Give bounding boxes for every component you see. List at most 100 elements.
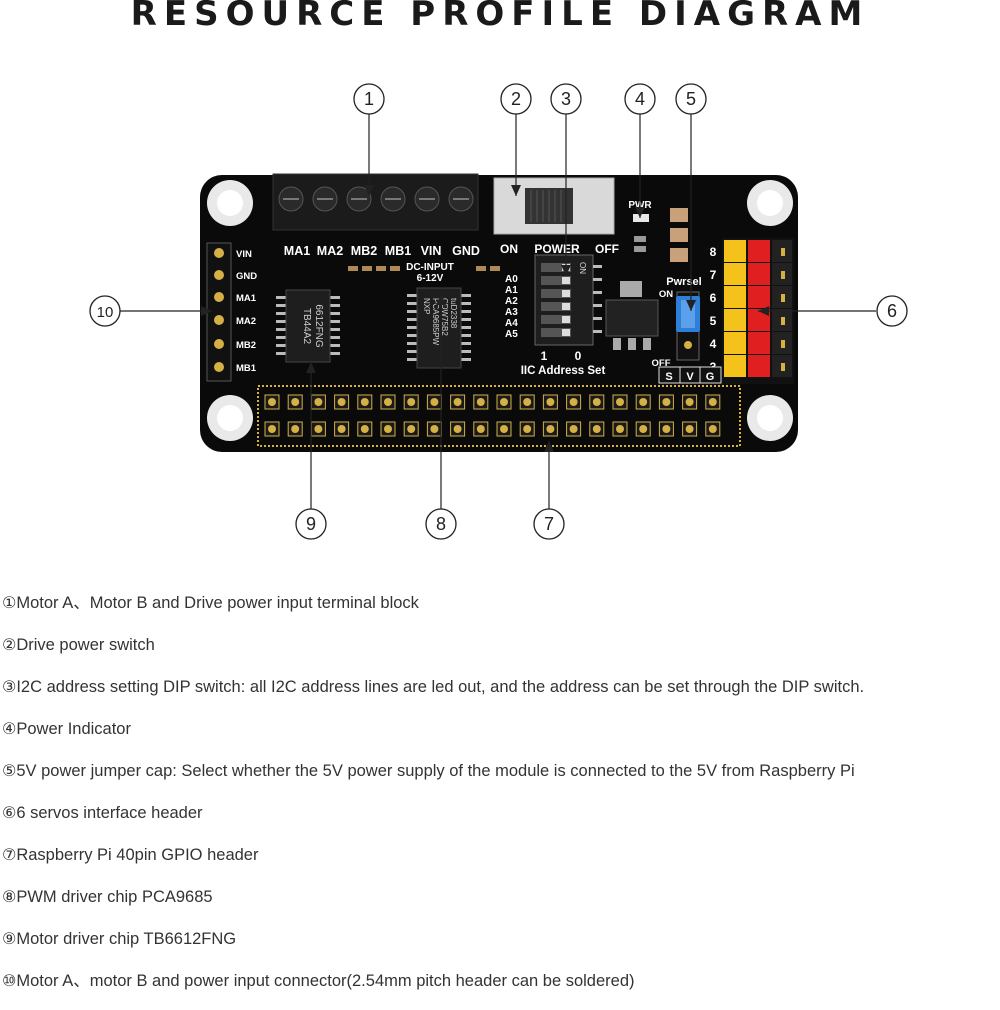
gpio-pin-contact — [569, 425, 578, 433]
gpio-pin-contact — [384, 425, 392, 433]
description-marker: ④ — [2, 719, 17, 738]
gpio-pin-contact — [476, 425, 485, 433]
callout-number: 1 — [364, 89, 374, 109]
description-marker: ② — [2, 635, 17, 654]
header-pin-label: GND — [236, 271, 257, 282]
servo-number: 7 — [710, 268, 717, 282]
description-text: Raspberry Pi 40pin GPIO header — [16, 846, 259, 864]
description-marker: ① — [2, 593, 17, 612]
callout-circle — [89, 295, 121, 327]
motor-terminal-block — [272, 173, 479, 231]
servo-signal-label: G — [706, 371, 715, 383]
callout-circle — [624, 83, 656, 115]
description-text: Motor A、motor B and power input connecto… — [16, 972, 635, 990]
callout-leaders — [120, 114, 876, 509]
motor-chip-marking: TB44A2 — [301, 308, 312, 345]
description-marker: ⑨ — [2, 929, 17, 948]
motor-chip-marking: 6612FNG — [313, 304, 324, 348]
description-text: 5V power jumper cap: Select whether the … — [16, 762, 855, 780]
description-marker: ⑥ — [2, 803, 17, 822]
pwm-chip-marking: NXP — [422, 298, 431, 314]
callout-circle — [295, 508, 327, 540]
header-pin-label: MB1 — [236, 363, 257, 374]
page-title: RESOURCE PROFILE DIAGRAM — [130, 0, 870, 34]
gpio-pin-contact — [662, 398, 671, 406]
dip-bottom-label: 0 — [575, 349, 582, 363]
description-item: ④Power Indicator — [0, 716, 1000, 758]
terminal-label: VIN — [421, 244, 442, 258]
gpio-pin-contact — [685, 425, 694, 433]
description-marker: ⑦ — [2, 845, 17, 864]
description-text: PWM driver chip PCA9685 — [16, 888, 213, 906]
gpio-pin-contact — [662, 425, 671, 433]
description-item: ⑤5V power jumper cap: Select whether the… — [0, 758, 1000, 800]
callout-number: 6 — [887, 301, 897, 321]
header-pin-label: MA2 — [236, 316, 256, 327]
gpio-header — [257, 385, 741, 447]
power-jumper-cap — [676, 291, 700, 361]
gpio-pin-contact — [546, 425, 555, 433]
gpio-pin-contact — [523, 398, 532, 406]
callout-number: 10 — [97, 304, 114, 321]
gpio-pin-contact — [268, 425, 276, 433]
header-pin-label: VIN — [236, 249, 252, 260]
gpio-pin-contact — [616, 425, 624, 433]
description-item: ②Drive power switch — [0, 632, 1000, 674]
switch-label: OFF — [595, 242, 619, 256]
pwm-chip-marking: CDW75B2 — [440, 298, 449, 336]
callout-number: 7 — [544, 514, 554, 534]
description-text: Motor A、Motor B and Drive power input te… — [16, 594, 419, 612]
description-item: ①Motor A、Motor B and Drive power input t… — [0, 590, 1000, 632]
description-item: ③I2C address setting DIP switch: all I2C… — [0, 674, 1000, 716]
callout-circle — [500, 83, 532, 115]
gpio-pin-contact — [639, 425, 648, 433]
gpio-pin-contact — [639, 398, 648, 406]
gpio-pin-contact — [360, 425, 369, 433]
servo-signal-label: S — [665, 371, 672, 383]
gpio-pin-contact — [453, 398, 462, 406]
dip-address-label: A3 — [505, 307, 518, 318]
description-text: Motor driver chip TB6612FNG — [16, 930, 237, 948]
servo-number: 5 — [710, 314, 717, 328]
description-marker: ⑧ — [2, 887, 17, 906]
gpio-pin-contact — [476, 398, 485, 406]
motor-pin-header — [206, 242, 232, 382]
callout-number: 9 — [306, 514, 316, 534]
gpio-pin-contact — [500, 398, 508, 406]
callout-number: 5 — [686, 89, 696, 109]
gpio-pin-contact — [546, 398, 555, 406]
pwrsel-label: Pwrsel — [666, 276, 701, 288]
servo-number: 4 — [710, 337, 717, 351]
gpio-pin-contact — [430, 425, 439, 433]
callout-circle — [550, 83, 582, 115]
gpio-pin-contact — [407, 425, 416, 433]
gpio-pin-contact — [314, 425, 323, 433]
callout-number: 8 — [436, 514, 446, 534]
power-led — [633, 214, 649, 222]
gpio-pin-contact — [616, 398, 624, 406]
terminal-label: MB1 — [385, 244, 411, 258]
gpio-pin-contact — [500, 425, 508, 433]
terminal-label: MA2 — [317, 244, 343, 258]
dip-address-label: A4 — [505, 318, 518, 329]
gpio-pin-contact — [430, 398, 439, 406]
gpio-pin-contact — [337, 425, 346, 433]
description-text: Drive power switch — [16, 636, 155, 654]
description-item: ⑩Motor A、motor B and power input connect… — [0, 968, 1000, 1010]
servo-number: 8 — [710, 245, 717, 259]
gpio-pin-contact — [314, 398, 323, 406]
gpio-pin-contact — [708, 425, 717, 433]
callout-number: 4 — [635, 89, 645, 109]
gpio-pin-contact — [708, 398, 717, 406]
smd-components — [348, 208, 688, 271]
servo-number: 6 — [710, 291, 717, 305]
dc-input-voltage: 6-12V — [417, 273, 444, 284]
dip-address-label: A2 — [505, 296, 518, 307]
board-diagram: MA1 MA2 MB2 MB1 VIN GND ON POWER OFF DC-… — [89, 83, 908, 540]
callout-circle — [675, 83, 707, 115]
description-item: ⑨Motor driver chip TB6612FNG — [0, 926, 1000, 968]
description-item: ⑧PWM driver chip PCA9685 — [0, 884, 1000, 926]
jumper-on-label: ON — [659, 289, 673, 300]
dip-switch — [534, 254, 602, 346]
gpio-pin-contact — [685, 398, 694, 406]
